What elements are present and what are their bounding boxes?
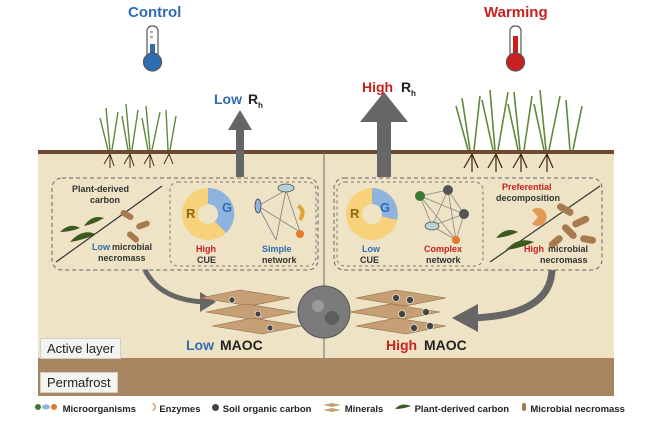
flow-arrow-left <box>142 268 206 305</box>
network-level-left: Simple <box>262 244 292 254</box>
plant-derived-carbon-icon <box>60 217 104 242</box>
maoc-high-label: MAOC <box>424 337 467 353</box>
necromass-line1-left: microbial <box>112 242 152 252</box>
legend-minerals: Minerals <box>322 403 386 415</box>
enzyme-icon <box>532 207 547 226</box>
rh-high-symbol: R <box>401 79 411 95</box>
minerals-right-icon <box>349 289 447 335</box>
rh-low-level: Low <box>214 91 242 107</box>
rh-high-sub: h <box>411 89 416 98</box>
plant-carbon-line1: Plant-derived <box>72 184 129 194</box>
legend: Microorganisms Enzymes Soil organic carb… <box>34 402 625 418</box>
rh-high-level: High <box>362 79 393 95</box>
control-thermometer-icon <box>142 25 163 72</box>
minerals-icon <box>323 403 342 412</box>
legend-soc: Soil organic carbon <box>211 404 314 415</box>
necromass-line2-right: necromass <box>540 255 588 265</box>
active-layer-label: Active layer <box>40 338 122 359</box>
soil-organic-carbon-icon <box>228 294 434 332</box>
legend-necromass: Microbial necromass <box>520 403 625 415</box>
rh-low-sub: h <box>258 101 263 110</box>
grass-plants-control-icon <box>99 103 177 151</box>
pie-g-left: G <box>222 200 232 215</box>
necromass-level-right: High <box>524 244 544 254</box>
aggregate-texture <box>325 311 339 325</box>
plant-derived-carbon-icon <box>496 230 534 250</box>
soil-organic-carbon-icon <box>212 404 220 411</box>
maoc-low-level: Low <box>186 337 214 353</box>
cue-level-left: High <box>196 244 216 254</box>
network-label-right: network <box>426 255 462 265</box>
microorganisms-icon <box>35 404 57 410</box>
plant-carbon-line2: carbon <box>90 195 120 205</box>
maoc-high-level: High <box>386 337 417 353</box>
necromass-level-left: Low <box>92 242 111 252</box>
enzymes-icon <box>151 403 156 411</box>
simple-network-icon <box>254 183 305 241</box>
permafrost-layer <box>38 358 614 396</box>
necromass-icon <box>548 203 597 249</box>
soil-aggregate-image <box>297 285 351 339</box>
control-title: Control <box>128 4 182 21</box>
necromass-line1-right: microbial <box>548 244 588 254</box>
roots-control-icon <box>103 153 174 168</box>
left-inner-frame <box>169 181 317 267</box>
right-inner-frame <box>336 181 484 267</box>
rh-arrow-high <box>360 92 408 177</box>
warming-title: Warming <box>484 4 548 21</box>
flow-arrow-right-head <box>452 304 478 332</box>
maoc-low-label: MAOC <box>220 337 263 353</box>
rh-low-symbol: R <box>248 91 258 107</box>
warming-thermometer-icon <box>505 25 526 72</box>
left-panel-frame <box>51 177 319 271</box>
necromass-line2-left: necromass <box>98 253 146 263</box>
cue-label-left: CUE <box>197 255 216 265</box>
preferential-line1: Preferential <box>502 182 552 192</box>
network-level-right: Complex <box>424 244 462 254</box>
pie-r-left: R <box>186 206 196 221</box>
pie-g-right: G <box>380 200 390 215</box>
cue-level-right: Low <box>362 244 381 254</box>
soil-surface-line <box>38 150 614 154</box>
minerals-left-icon <box>199 289 303 335</box>
flow-arrow-right <box>469 269 556 322</box>
rh-arrow-low <box>228 110 252 177</box>
cue-pie-right <box>346 188 398 240</box>
cue-pie-left <box>182 187 235 240</box>
preferential-line2: decomposition <box>496 193 560 203</box>
pie-r-right: R <box>350 206 360 221</box>
roots-warming-icon <box>463 153 554 172</box>
legend-microorganisms: Microorganisms <box>34 404 139 415</box>
complex-network-icon <box>415 185 469 244</box>
legend-plant-carbon: Plant-derived carbon <box>394 404 512 415</box>
legend-enzymes: Enzymes <box>147 403 203 415</box>
permafrost-label: Permafrost <box>40 372 118 393</box>
necromass-icon <box>120 210 150 243</box>
plant-derived-carbon-icon <box>394 404 411 409</box>
microbial-necromass-icon <box>521 403 526 411</box>
left-diagonal <box>55 185 163 263</box>
network-label-left: network <box>262 255 298 265</box>
aggregate-texture <box>312 300 324 312</box>
cue-label-right: CUE <box>360 255 379 265</box>
grass-plants-warming-icon <box>455 89 583 151</box>
